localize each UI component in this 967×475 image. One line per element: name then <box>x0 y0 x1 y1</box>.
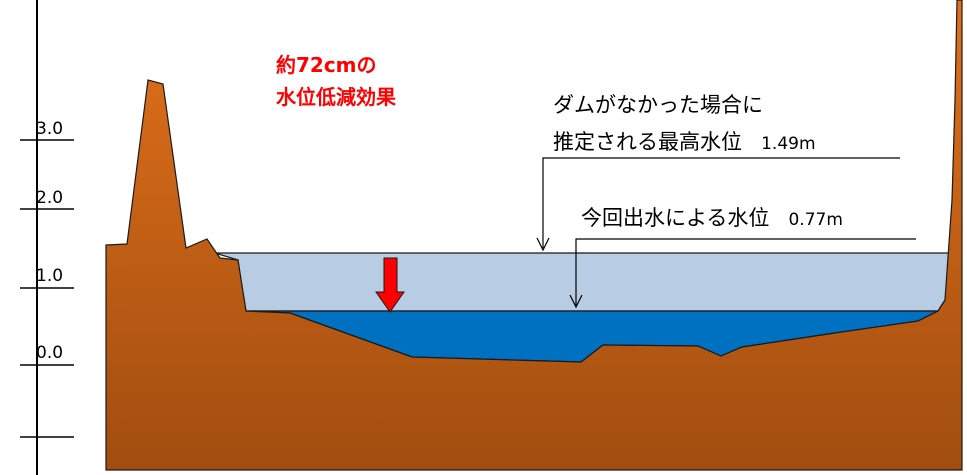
actual-leader-line <box>575 238 916 305</box>
riverbed-ground <box>105 0 963 471</box>
tick-label-0: 0.0 <box>36 343 63 363</box>
actual-label: 今回出水による水位 0.77m <box>581 206 843 230</box>
actual-leader-arrowhead <box>569 294 583 309</box>
effect-label-line1: 約72cmの <box>276 53 377 77</box>
no-dam-leader-line <box>542 157 900 248</box>
tick-label-1: 1.0 <box>36 266 63 286</box>
reduction-arrow <box>375 257 405 313</box>
no-dam-label-main: 推定される最高水位 <box>553 130 742 154</box>
actual-label-main: 今回出水による水位 <box>581 206 769 230</box>
no-dam-label-value: 1.49m <box>761 134 815 154</box>
tick-label-3: 3.0 <box>36 119 63 139</box>
actual-label-value: 0.77m <box>788 210 842 230</box>
no-dam-label-line1: ダムがなかった場合に <box>553 93 763 117</box>
no-dam-label-line2: 推定される最高水位 1.49m <box>553 130 816 154</box>
tick-label-2: 2.0 <box>36 188 63 208</box>
estimated-water-area <box>214 252 951 312</box>
effect-label-line2: 水位低減効果 <box>276 85 396 109</box>
no-dam-leader-arrowhead <box>536 237 550 252</box>
